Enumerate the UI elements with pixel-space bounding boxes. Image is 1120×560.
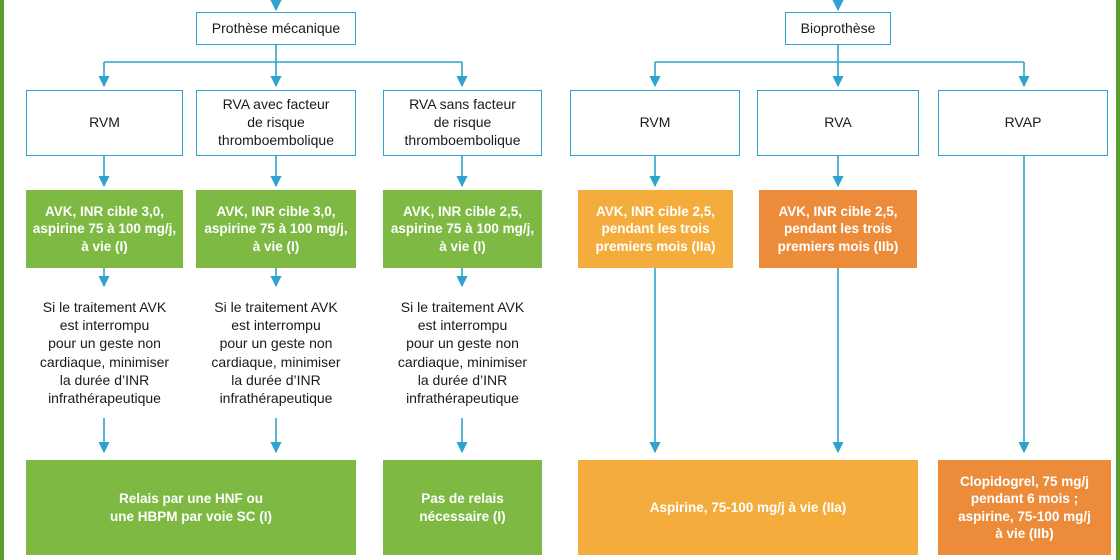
outcome-aspirine: Aspirine, 75-100 mg/j à vie (IIa) (578, 460, 918, 555)
valve-type-bio-rvap: RVAP (938, 90, 1108, 156)
valve-type-mech-rva-norisk-label: RVA sans facteur de risque thromboemboli… (404, 96, 521, 148)
category-mechanical: Prothèse mécanique (196, 12, 356, 45)
outcome-pas-de-relais: Pas de relais nécessaire (I) (383, 460, 542, 555)
treatment-bio-rvm-text: AVK, INR cible 2,5, pendant les trois pr… (595, 204, 716, 254)
treatment-mech-rvm: AVK, INR cible 3,0, aspirine 75 à 100 mg… (26, 190, 183, 268)
note-mech-rva-risk: Si le traitement AVK est interrompu pour… (211, 299, 341, 406)
category-bioprosthesis: Bioprothèse (785, 12, 891, 45)
treatment-bio-rva-text: AVK, INR cible 2,5, pendant les trois pr… (777, 204, 899, 254)
treatment-mech-rva-norisk: AVK, INR cible 2,5, aspirine 75 à 100 mg… (383, 190, 542, 268)
valve-type-bio-rvap-label: RVAP (1004, 114, 1042, 131)
treatment-mech-rvm-text: AVK, INR cible 3,0, aspirine 75 à 100 mg… (32, 204, 177, 254)
outcome-clopidogrel: Clopidogrel, 75 mg/j pendant 6 mois ; as… (938, 460, 1111, 555)
outcome-relais-hnf: Relais par une HNF ou une HBPM par voie … (26, 460, 356, 555)
treatment-mech-rva-risk-text: AVK, INR cible 3,0, aspirine 75 à 100 mg… (204, 204, 348, 254)
outcome-pas-de-relais-text: Pas de relais nécessaire (I) (419, 491, 506, 524)
valve-type-mech-rvm: RVM (26, 90, 183, 156)
treatment-bio-rva: AVK, INR cible 2,5, pendant les trois pr… (759, 190, 917, 268)
valve-type-mech-rva-risk: RVA avec facteur de risque thromboemboli… (196, 90, 356, 156)
frame-right-border (1116, 0, 1120, 560)
outcome-clopidogrel-text: Clopidogrel, 75 mg/j pendant 6 mois ; as… (958, 473, 1091, 541)
valve-type-mech-rva-risk-label: RVA avec facteur de risque thromboemboli… (218, 96, 334, 148)
frame-left-border (0, 0, 4, 560)
outcome-relais-hnf-text: Relais par une HNF ou une HBPM par voie … (109, 491, 273, 524)
treatment-bio-rvm: AVK, INR cible 2,5, pendant les trois pr… (578, 190, 733, 268)
note-mech-rva-norisk: Si le traitement AVK est interrompu pour… (397, 299, 528, 406)
category-mechanical-label: Prothèse mécanique (211, 19, 341, 36)
valve-type-mech-rva-norisk: RVA sans facteur de risque thromboemboli… (383, 90, 542, 156)
valve-type-bio-rvm: RVM (570, 90, 740, 156)
category-bioprosthesis-label: Bioprothèse (800, 19, 876, 36)
treatment-mech-rva-norisk-text: AVK, INR cible 2,5, aspirine 75 à 100 mg… (390, 204, 535, 254)
note-mech-rvm: Si le traitement AVK est interrompu pour… (39, 299, 170, 406)
valve-type-bio-rva-label: RVA (824, 114, 852, 131)
valve-type-bio-rva: RVA (757, 90, 919, 156)
valve-type-mech-rvm-label: RVM (89, 114, 120, 131)
valve-type-bio-rvm-label: RVM (639, 114, 671, 131)
outcome-aspirine-text: Aspirine, 75-100 mg/j à vie (IIa) (649, 499, 847, 515)
treatment-mech-rva-risk: AVK, INR cible 3,0, aspirine 75 à 100 mg… (196, 190, 356, 268)
